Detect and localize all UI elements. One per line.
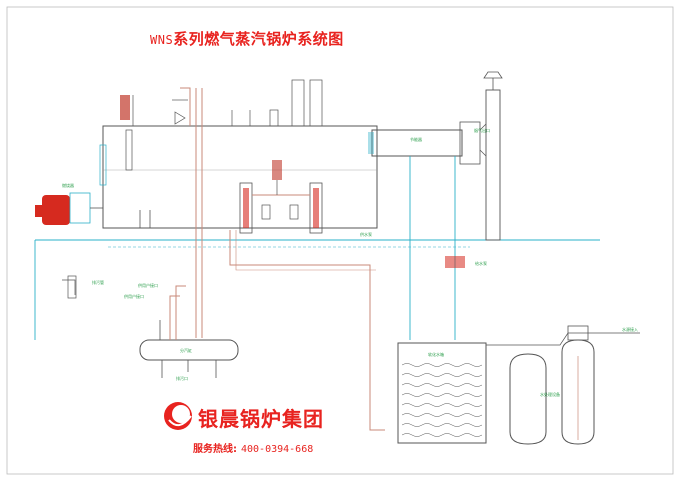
chimney <box>479 71 503 241</box>
company-logo <box>164 402 192 430</box>
steam-out-2-label: 供用户接口 <box>124 293 144 299</box>
economizer-label: 节能器 <box>410 136 422 142</box>
flue-outlet-label: 烟气出口 <box>474 127 490 133</box>
economizer <box>368 121 481 165</box>
softener <box>509 325 595 445</box>
feed-pumps <box>239 160 323 234</box>
sewer-label: 排污管 <box>92 279 104 285</box>
feed-pump-label: 给水泵 <box>475 260 487 266</box>
hotline-number: 400-0394-668 <box>241 444 314 455</box>
steam-out-1-label: 供用户接口 <box>138 282 158 288</box>
page-title: WNS系列燃气蒸汽锅炉系统图 <box>150 28 344 49</box>
softener-label: 水处理设备 <box>540 391 560 397</box>
condensate-line <box>229 230 385 431</box>
drain-label: 排污口 <box>176 375 188 381</box>
top-valves <box>172 79 323 127</box>
manifold-label: 分汽缸 <box>180 347 192 353</box>
drawing-border <box>6 6 674 475</box>
hotline: 服务热线: 400-0394-668 <box>193 440 313 455</box>
burner <box>35 192 103 225</box>
hotline-label: 服务热线: <box>193 444 237 455</box>
water-inlet-label: 水源接入 <box>622 326 638 332</box>
flue-valve-label: 供水泵 <box>360 231 372 237</box>
brand-name: 银晨锅炉集团 <box>198 407 324 431</box>
manifold <box>139 285 239 378</box>
water-tank-label: 软化水箱 <box>428 351 444 357</box>
title-main: 系列燃气蒸汽锅炉系统图 <box>173 30 344 48</box>
burner-label: 燃烧器 <box>62 182 74 188</box>
title-prefix: WNS <box>150 33 174 47</box>
water-tank <box>397 342 487 444</box>
